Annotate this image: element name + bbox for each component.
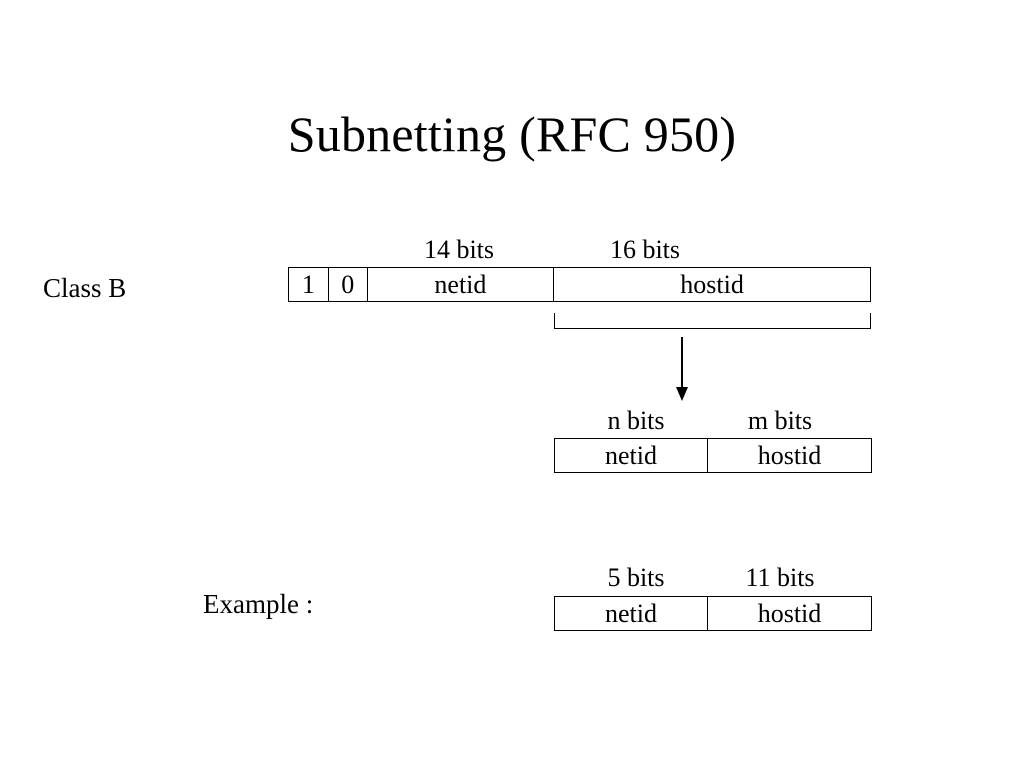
class-b-cell-netid: netid <box>368 268 555 301</box>
example-hostid-diagram: netid hostid <box>554 596 872 631</box>
class-b-address-diagram: 1 0 netid hostid <box>288 267 871 302</box>
example-hostid-bits-caption: 11 bits <box>745 563 815 592</box>
subnetted-hostid-diagram: netid hostid <box>554 438 872 473</box>
page-title: Subnetting (RFC 950) <box>287 106 737 162</box>
subnet-cell-netid: netid <box>555 439 709 472</box>
example-label: Example : <box>203 589 314 619</box>
class-b-label: Class B <box>43 273 127 303</box>
class-b-cell-bit-1: 1 <box>289 268 329 301</box>
class-b-cell-bit-0: 0 <box>329 268 368 301</box>
example-cell-netid: netid <box>555 597 709 630</box>
subnet-hostid-bits-caption: m bits <box>747 406 813 435</box>
down-arrow-icon <box>666 337 698 403</box>
class-b-netid-bits-caption: 14 bits <box>423 235 495 264</box>
class-b-cell-hostid: hostid <box>680 269 744 299</box>
class-b-hostid-bits-caption: 16 bits <box>609 235 681 264</box>
example-cell-hostid: hostid <box>757 598 822 628</box>
subnet-cell-hostid: hostid <box>757 440 822 470</box>
hostid-span-bracket <box>554 313 871 329</box>
subnet-netid-bits-caption: n bits <box>607 406 665 435</box>
example-netid-bits-caption: 5 bits <box>607 563 665 592</box>
